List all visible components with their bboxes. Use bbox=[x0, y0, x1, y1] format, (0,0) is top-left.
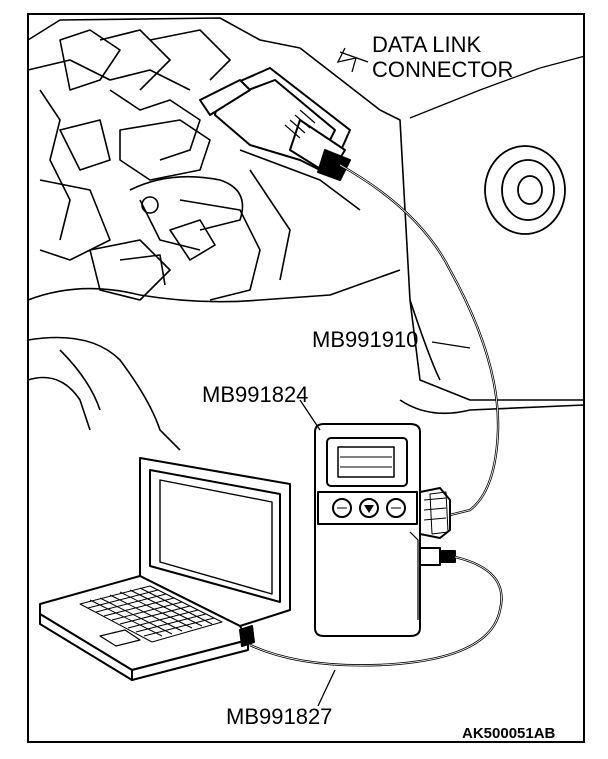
data-link-connector-plug bbox=[199, 67, 351, 181]
laptop-computer bbox=[39, 457, 291, 681]
leader-mb991910 bbox=[431, 341, 471, 349]
figure-code: AK500051AB bbox=[462, 725, 556, 742]
label-data-link-connector-line1: DATA LINK bbox=[372, 32, 482, 57]
label-mb991824: MB991824 bbox=[202, 382, 308, 407]
laptop-keyboard bbox=[79, 585, 223, 643]
leader-mb991824 bbox=[299, 399, 321, 431]
laptop-trackpad bbox=[99, 629, 141, 647]
label-mb991827: MB991827 bbox=[226, 704, 332, 729]
label-mb991910: MB991910 bbox=[312, 327, 418, 352]
laptop-screen bbox=[159, 479, 273, 595]
tester-screen bbox=[337, 446, 395, 478]
tester-mb991824 bbox=[314, 423, 456, 637]
body-grommet bbox=[484, 145, 566, 235]
frame-border bbox=[27, 13, 585, 743]
vehicle-underdash bbox=[27, 17, 585, 451]
data-link-connector-leader bbox=[336, 47, 586, 119]
leader-mb991827 bbox=[317, 669, 336, 707]
label-data-link-connector-line2: CONNECTOR bbox=[372, 57, 513, 82]
